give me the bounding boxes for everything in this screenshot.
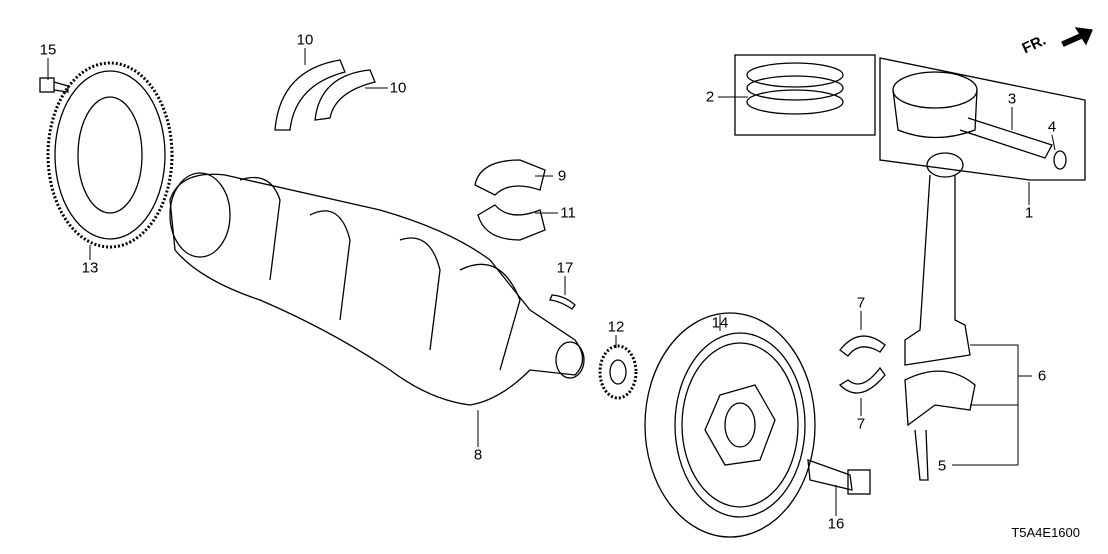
callout-15: 15: [39, 41, 57, 59]
callout-11: 11: [560, 204, 576, 222]
crankshaft: [169, 172, 585, 406]
crank-sprocket: [598, 344, 638, 400]
callout-7: 7: [856, 415, 866, 433]
piston-assembly: [879, 57, 1086, 181]
reluctor-ring: [46, 61, 174, 249]
leader-lines: [47, 48, 1056, 516]
bolt-15: [39, 77, 69, 93]
callout-12: 12: [607, 318, 625, 336]
crank-pulley: [644, 312, 816, 538]
rod-bearing-lower: [838, 366, 886, 394]
callout-9: 9: [557, 167, 567, 185]
callout-14: 14: [711, 314, 729, 332]
woodruff-key: [549, 294, 576, 310]
callout-10: 10: [389, 79, 407, 97]
callout-3: 3: [1007, 90, 1017, 108]
callout-16: 16: [827, 515, 845, 533]
main-bearings: [474, 159, 546, 241]
diagram-code: T5A4E1600: [1011, 525, 1080, 540]
thrust-washers: [274, 59, 376, 131]
callout-10: 10: [296, 31, 314, 49]
callout-6: 6: [1037, 367, 1047, 385]
callout-2: 2: [705, 88, 715, 106]
connecting-rod: [904, 152, 976, 481]
callout-4: 4: [1047, 118, 1057, 136]
callout-1: 1: [1024, 204, 1034, 222]
piston-rings: [734, 54, 876, 136]
callout-7: 7: [856, 294, 866, 312]
rod-bearing-upper: [839, 335, 886, 357]
callout-17: 17: [556, 259, 574, 277]
callout-5: 5: [937, 457, 947, 475]
front-arrow-icon: [1061, 27, 1093, 47]
callout-8: 8: [473, 446, 483, 464]
callout-13: 13: [81, 259, 99, 277]
pulley-bolt: [807, 459, 871, 495]
